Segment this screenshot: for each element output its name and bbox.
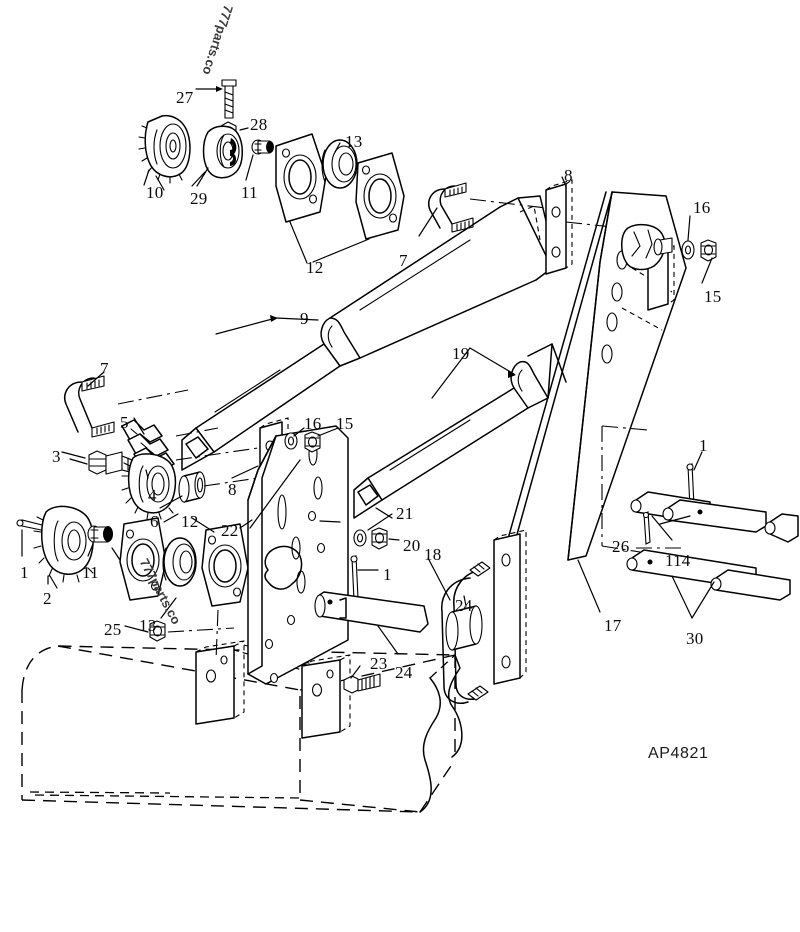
callout-12[interactable]: 12 — [306, 258, 324, 277]
part-12-flangette-lower — [119, 513, 179, 601]
figure-id-label: AP4821 — [648, 745, 709, 762]
part-26-bracket-group — [601, 425, 649, 553]
drum-mount-brackets — [195, 640, 351, 739]
callout-24[interactable]: 24 — [395, 663, 413, 682]
part-13-bearing-lower — [162, 537, 197, 587]
callout-13[interactable]: 13 — [345, 132, 363, 151]
callout-114[interactable]: 114 — [665, 551, 691, 570]
callout-15[interactable]: 15 — [704, 287, 722, 306]
part-12-flangette-upper-2 — [312, 152, 405, 263]
part-20-washer-nut — [353, 513, 400, 550]
part-24-roller-shaft — [314, 591, 429, 655]
callout-19[interactable]: 19 — [452, 344, 470, 363]
callout-12[interactable]: 12 — [181, 512, 199, 531]
part-24-bushing — [445, 595, 483, 651]
part-15-nut-right — [700, 239, 717, 284]
callout-9[interactable]: 9 — [300, 309, 309, 328]
part-11-set-screw — [245, 139, 274, 181]
callout-6[interactable]: 6 — [150, 512, 159, 531]
callout-8[interactable]: 8 — [228, 480, 237, 499]
part-10-sprocket-hub — [138, 114, 191, 186]
part-9-upper-arm — [181, 195, 557, 471]
part-6-spacer-bushing — [159, 471, 259, 509]
part-16-washer-right — [681, 215, 695, 260]
callout-20[interactable]: 20 — [403, 536, 421, 555]
callout-11[interactable]: 11 — [241, 183, 258, 202]
leader-lines-misc — [49, 167, 253, 619]
part-7-ubolt-upper — [418, 182, 474, 237]
part-7-ubolt-left — [64, 371, 115, 438]
callout-29[interactable]: 29 — [190, 189, 208, 208]
callout-27[interactable]: 27 — [176, 88, 194, 107]
part-25-lock-nut — [124, 620, 235, 642]
callout-26[interactable]: 26 — [612, 537, 630, 556]
callout-1[interactable]: 1 — [699, 436, 708, 455]
callout-30[interactable]: 30 — [686, 629, 704, 648]
part-30-spacer-tubes — [626, 491, 799, 619]
part-2-sprocket — [33, 505, 94, 585]
part-11-set-screw-lower — [87, 525, 113, 557]
callout-23[interactable]: 23 — [370, 654, 388, 673]
part-12-flangette-lower-2 — [191, 517, 249, 661]
callout-5[interactable]: 5 — [120, 413, 129, 432]
callout-16[interactable]: 16 — [693, 198, 711, 217]
callout-28[interactable]: 28 — [250, 115, 268, 134]
callout-2[interactable]: 2 — [43, 589, 52, 608]
part-114-roll-pin — [636, 511, 686, 549]
part-21-tube-end — [375, 507, 393, 519]
callout-4[interactable]: 4 — [148, 486, 157, 505]
callout-16[interactable]: 16 — [304, 414, 322, 433]
callout-1[interactable]: 1 — [20, 563, 29, 582]
callout-13[interactable]: 13 — [139, 616, 157, 635]
callout-21[interactable]: 21 — [396, 504, 414, 523]
callout-24[interactable]: 24 — [455, 596, 473, 615]
callout-7[interactable]: 7 — [399, 251, 408, 270]
callout-18[interactable]: 18 — [424, 545, 442, 564]
part-29-eccentric-collar — [191, 125, 243, 187]
part-19-lower-arm — [353, 343, 567, 519]
part-23-bolt — [343, 665, 381, 694]
hinge-arm-right — [493, 529, 527, 685]
part-12-flangette-upper — [275, 133, 327, 264]
callout-7[interactable]: 7 — [100, 359, 109, 378]
part-17-frame-plate — [567, 191, 687, 613]
part-4-sprocket — [121, 453, 177, 520]
callout-10[interactable]: 10 — [146, 183, 164, 202]
callout-22[interactable]: 22 — [221, 521, 239, 540]
callout-3[interactable]: 3 — [52, 447, 61, 466]
part-22-main-plate — [247, 425, 349, 685]
callout-25[interactable]: 25 — [104, 620, 122, 639]
callout-1[interactable]: 1 — [383, 565, 392, 584]
part-13-bearing-upper — [321, 139, 358, 189]
part-15-nut-plate — [304, 427, 339, 453]
part-1-cotter-center — [350, 555, 379, 601]
callout-17[interactable]: 17 — [604, 616, 622, 635]
callout-11[interactable]: 11 — [82, 563, 99, 582]
callout-15[interactable]: 15 — [336, 414, 354, 433]
part-16-washer-plate — [284, 427, 305, 450]
callout-8[interactable]: 8 — [564, 166, 573, 185]
part-27-carriage-bolt — [195, 79, 237, 119]
